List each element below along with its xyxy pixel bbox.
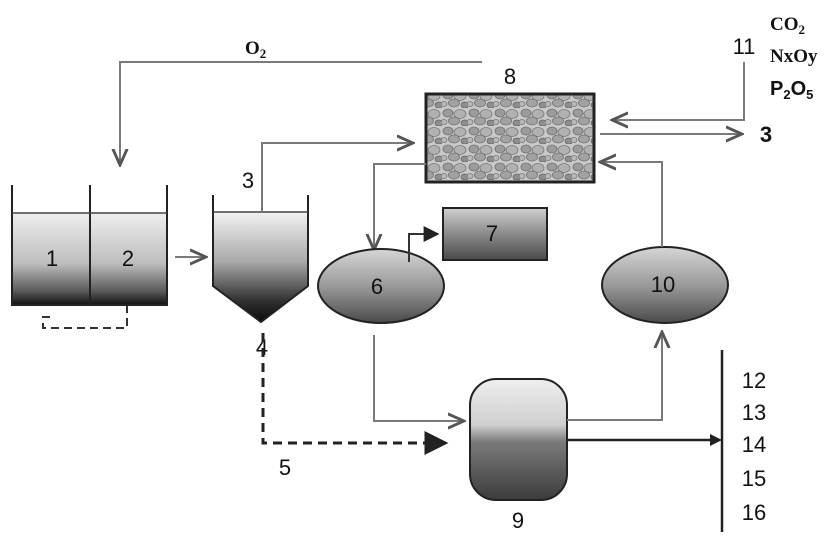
settler-gas-line xyxy=(261,143,413,212)
9-to-10-line xyxy=(567,332,662,421)
co2-label: CO2 xyxy=(770,14,805,37)
products-arrowhead xyxy=(710,434,722,446)
photobioreactor-8 xyxy=(424,92,596,184)
separator-6 xyxy=(317,248,445,324)
label-5: 5 xyxy=(279,455,291,480)
nxoy-label: NxOy xyxy=(770,46,818,67)
sludge-dashed-line xyxy=(261,333,449,455)
label-7: 7 xyxy=(486,221,498,246)
flue-gas-feed-line xyxy=(612,62,745,120)
tank-recirculation-dashed-line xyxy=(42,306,128,329)
label-11: 11 xyxy=(733,34,756,59)
product-box-7 xyxy=(442,207,548,261)
label-1: 1 xyxy=(46,246,58,271)
6-to-9-line xyxy=(373,335,464,421)
reactor-to-6-line xyxy=(374,163,426,250)
label-4: 4 xyxy=(256,335,268,360)
6-to-7-line xyxy=(408,226,440,262)
settler-4 xyxy=(212,195,309,324)
label-8: 8 xyxy=(504,64,516,89)
p2o5-label: P2O5 xyxy=(770,78,813,102)
o2-feed-line xyxy=(120,61,482,165)
label-3-outlet: 3 xyxy=(760,122,772,147)
10-to-reactor-line xyxy=(600,162,663,247)
label-16: 16 xyxy=(742,500,766,525)
o2-label: O2 xyxy=(245,38,266,61)
label-12: 12 xyxy=(742,368,766,393)
label-3-settler: 3 xyxy=(242,168,254,193)
label-13: 13 xyxy=(742,400,766,425)
tank-1-2 xyxy=(11,185,168,306)
label-9: 9 xyxy=(512,508,524,533)
label-14: 14 xyxy=(742,432,766,457)
label-2: 2 xyxy=(122,246,134,271)
digester-9 xyxy=(469,378,568,501)
label-6: 6 xyxy=(371,274,383,299)
separator-10 xyxy=(601,246,729,324)
label-15: 15 xyxy=(742,466,766,491)
label-10: 10 xyxy=(651,272,675,297)
